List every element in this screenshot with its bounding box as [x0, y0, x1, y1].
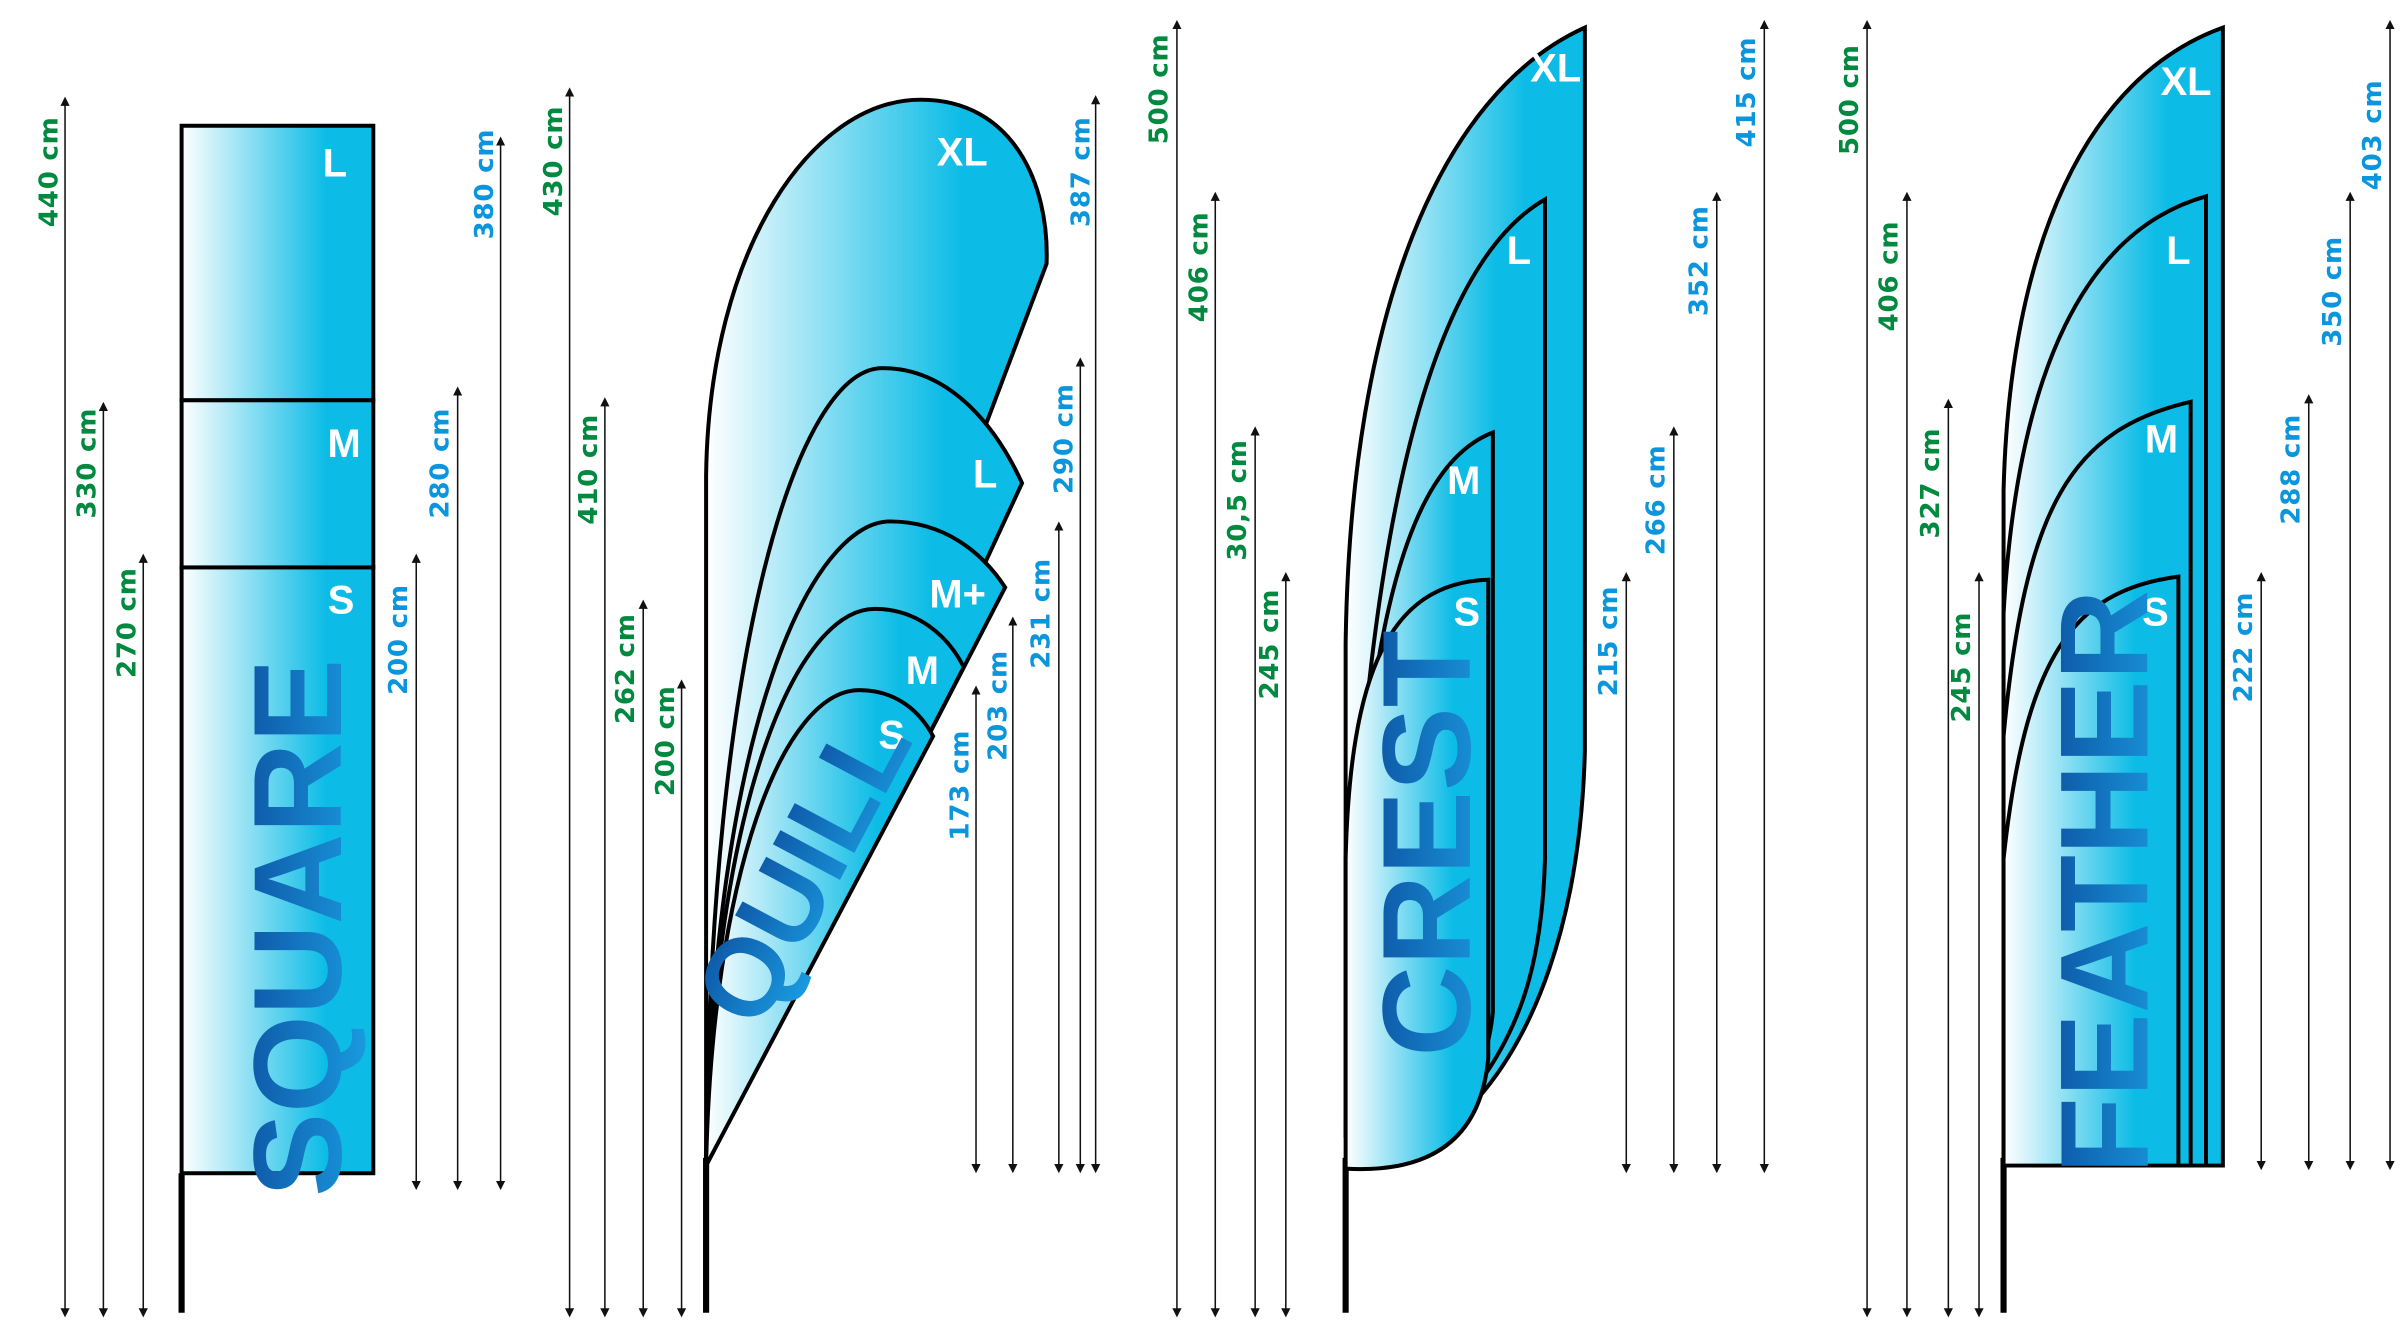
dimension-label: 327 cm [1916, 428, 1946, 539]
dimension-label: 215 cm [1594, 586, 1624, 697]
dimension-label: 410 cm [574, 414, 604, 525]
dimension-label: 406 cm [1185, 212, 1215, 323]
dimension-label: 290 cm [1050, 383, 1080, 494]
dimension-label: 30,5 cm [1223, 439, 1253, 560]
dimension-label: 387 cm [1067, 116, 1097, 227]
size-label-s: S [1453, 591, 1480, 635]
crest-title: CREST [1356, 630, 1497, 1056]
square-flag-group: L M S SQUARE 440 cm 330 cm 270 cm 200 cm… [34, 96, 506, 1318]
feather-title: FEATHER [2034, 590, 2175, 1174]
size-label-mplus: M+ [929, 572, 985, 616]
square-size-s [179, 565, 376, 1176]
dimension-label: 288 cm [2277, 414, 2307, 525]
dimension-label: 245 cm [1947, 612, 1977, 723]
size-label-l: L [323, 141, 347, 185]
size-label-m: M [328, 422, 361, 466]
dimension-label: 203 cm [984, 650, 1014, 761]
size-label-m: M [906, 649, 939, 693]
feather-flag-group: XL L M S FEATHER 500 cm 406 cm 327 cm 24… [1835, 19, 2395, 1318]
size-label-l: L [1507, 229, 1531, 273]
quill-flag-group: XL L M+ M S QUILL 430 cm 410 cm 262 cm 2… [539, 87, 1101, 1318]
dimension-label: 350 cm [2318, 236, 2348, 347]
dimension-label: 430 cm [539, 106, 569, 217]
dimension-label: 200 cm [384, 584, 414, 695]
crest-size-s [1343, 577, 1491, 1172]
dimension-label: 222 cm [2229, 592, 2259, 703]
dimension-label: 330 cm [73, 408, 103, 519]
feather-size-s [2001, 574, 2181, 1168]
dimension-label: 245 cm [1255, 589, 1285, 700]
dimension-label: 173 cm [945, 730, 975, 841]
square-title: SQUARE [227, 659, 368, 1197]
dimension-label: 352 cm [1685, 205, 1715, 316]
dimension-label: 231 cm [1027, 558, 1057, 669]
dimension-label: 500 cm [1145, 34, 1175, 145]
dimension-label: 270 cm [113, 567, 143, 678]
size-label-s: S [878, 713, 905, 757]
size-label-m: M [1447, 459, 1480, 503]
size-label-s: S [2142, 591, 2169, 635]
quill-size-s [704, 688, 936, 1167]
size-label-xl: XL [1530, 46, 1581, 90]
crest-flag-group: XL L M S CREST 500 cm 406 cm 30,5 cm 245… [1145, 19, 1769, 1318]
dimension-label: 262 cm [611, 613, 641, 724]
dimension-label: 440 cm [34, 116, 64, 227]
size-label-xl: XL [2161, 60, 2212, 104]
dimension-label: 403 cm [2358, 80, 2388, 191]
size-label-s: S [328, 578, 355, 622]
size-label-l: L [973, 453, 997, 497]
dimension-label: 200 cm [651, 685, 681, 796]
size-label-l: L [2166, 229, 2190, 273]
dimension-label: 380 cm [470, 129, 500, 240]
dimension-label: 280 cm [425, 408, 455, 519]
size-label-xl: XL [937, 131, 988, 175]
square-size-m [179, 398, 376, 570]
dimension-label: 406 cm [1875, 221, 1905, 332]
size-label-m: M [2145, 417, 2178, 461]
dimension-label: 415 cm [1732, 37, 1762, 148]
dimension-label: 266 cm [1642, 445, 1672, 556]
dimension-label: 500 cm [1835, 44, 1865, 155]
